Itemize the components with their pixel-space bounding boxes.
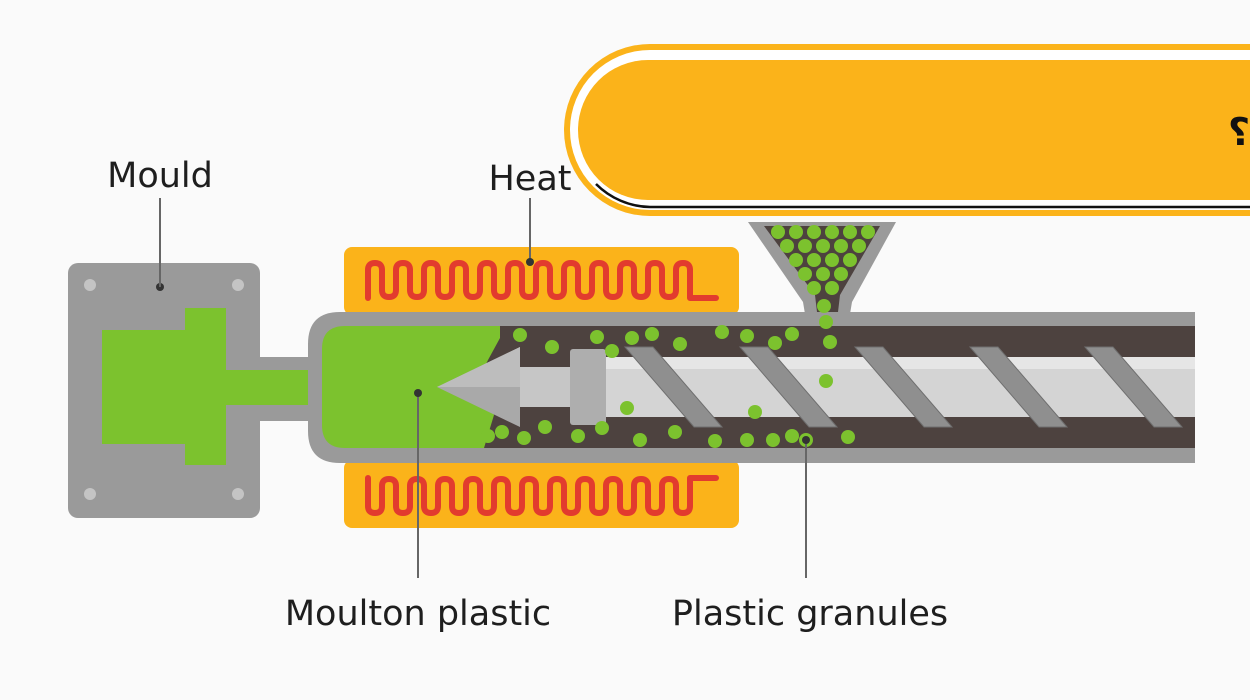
mould (68, 263, 320, 518)
molten-plastic-label: Moulton plastic (285, 594, 551, 634)
heater-top (344, 247, 739, 315)
heat-label: Heat (488, 159, 571, 199)
page-title: فرآیند تزریق پلاستیک چگونه است؟ (1228, 108, 1250, 154)
heater-bottom (344, 460, 739, 528)
leader-lines (159, 198, 807, 578)
title-banner: فرآیند تزریق پلاستیک چگونه است؟ (564, 44, 1250, 216)
mould-label: Mould (107, 156, 213, 196)
plastic-granules-label: Plastic granules (672, 594, 948, 634)
screw (437, 346, 1195, 428)
